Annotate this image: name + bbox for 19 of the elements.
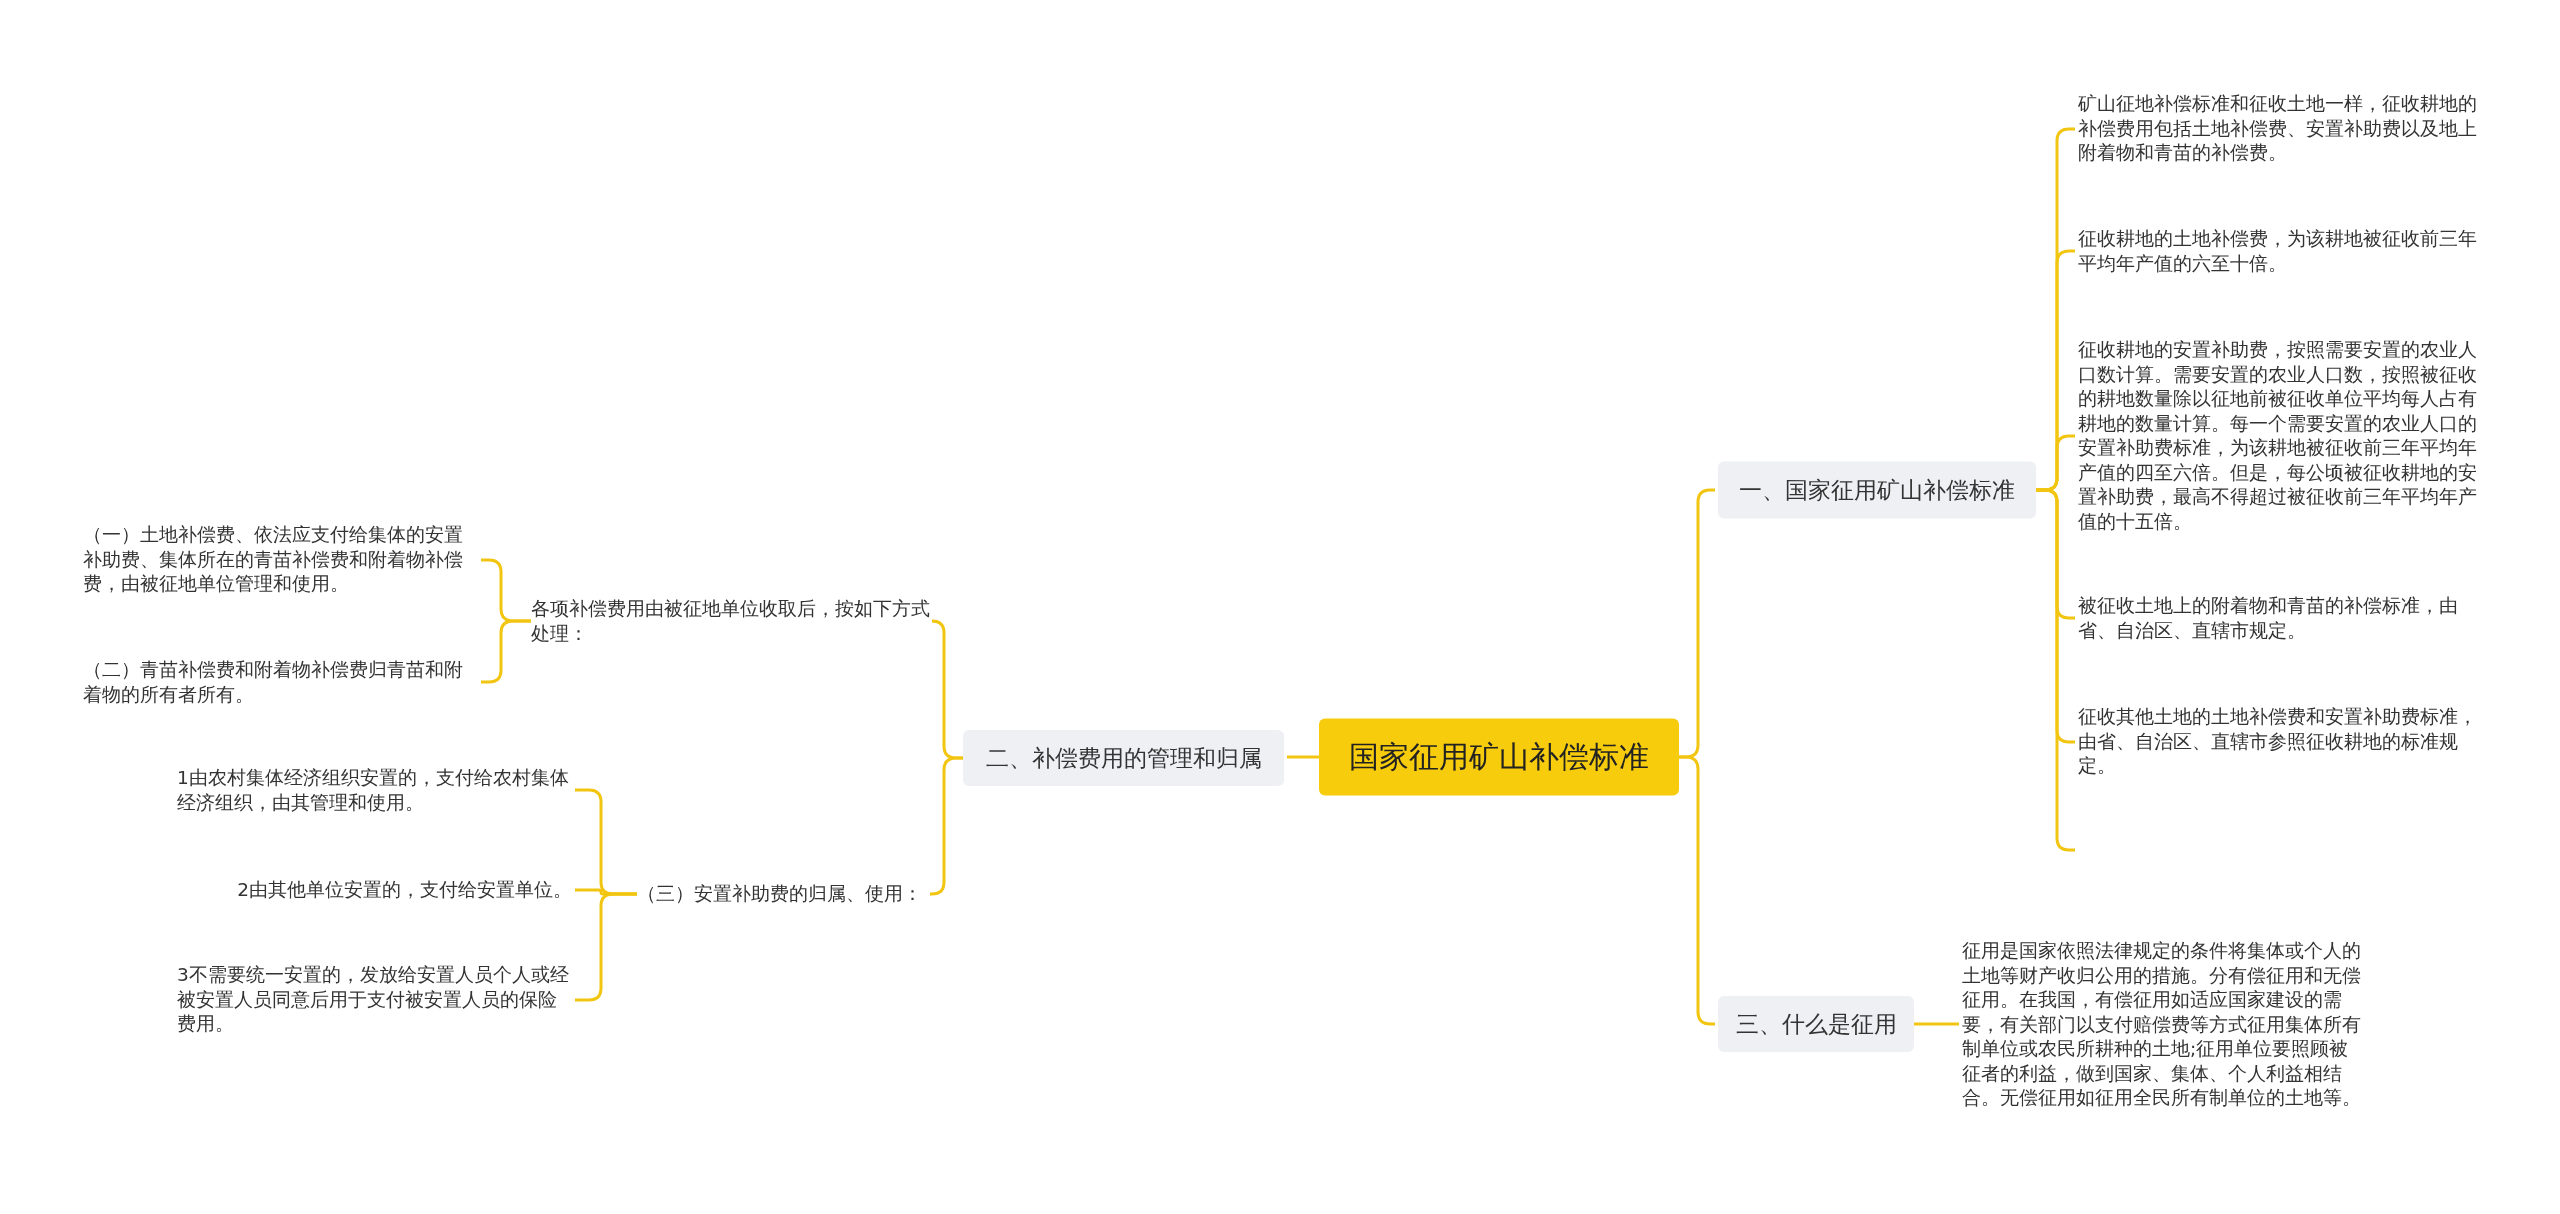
branch-topic-box: 二、补偿费用的管理和归属	[963, 730, 1284, 786]
leaf-text: 1由农村集体经济组织安置的，支付给农村集体经济组织，由其管理和使用。	[177, 765, 572, 815]
leaf-text: 被征收土地上的附着物和青苗的补偿标准，由省、自治区、直辖市规定。	[2078, 593, 2478, 643]
leaf-text: （一）土地补偿费、依法应支付给集体的安置补助费、集体所在的青苗补偿费和附着物补偿费，由被征地单位管理和使用。	[83, 523, 478, 597]
leaf-text: 征收其他土地的土地补偿费和安置补助费标准，由省、自治区、直辖市参照征收耕地的标准规定。	[2078, 705, 2478, 779]
leaf-text: 各项补偿费用由被征地单位收取后，按如下方式处理：	[531, 596, 931, 646]
branch-topic-box: 三、什么是征用	[1718, 996, 1914, 1052]
branch-topic-box: 一、国家征用矿山补偿标准	[1718, 461, 2036, 519]
leaf-text: 2由其他单位安置的，支付给安置单位。	[237, 877, 572, 903]
leaf-text: 矿山征地补偿标准和征收土地一样，征收耕地的补偿费用包括土地补偿费、安置补助费以及地上附着物和青苗的补偿费。	[2078, 92, 2478, 166]
connector-line	[1287, 755, 1319, 759]
leaf-text: 征收耕地的安置补助费，按照需要安置的农业人口数计算。需要安置的农业人口数，按照被征收的耕地数量除以征地前被征收单位平均每人占有耕地的数量计算。每一个需要安置的农业人口的安置补助费标准，为该耕地被征收前三年平均年产值的四至六倍。但是，每公顷被征收耕地的安置补助费，最高不得超过被征收前三年平均年产值的十五倍。	[2078, 338, 2478, 534]
leaf-text: 征收耕地的土地补偿费，为该耕地被征收前三年平均年产值的六至十倍。	[2078, 226, 2478, 276]
leaf-text: 3不需要统一安置的，发放给安置人员个人或经被安置人员同意后用于支付被安置人员的保险费用。	[177, 963, 572, 1037]
leaf-text: （三）安置补助费的归属、使用：	[637, 881, 927, 907]
connector-line	[1914, 1022, 1959, 1026]
leaf-text: （二）青苗补偿费和附着物补偿费归青苗和附着物的所有者所有。	[83, 657, 478, 707]
leaf-text: 征用是国家依照法律规定的条件将集体或个人的土地等财产收归公用的措施。分有偿征用和无偿征用。在我国，有偿征用如适应国家建设的需要，有关部门以支付赔偿费等方式征用集体所有制单位或农民所耕种的土地;征用单位要照顾被征者的利益，做到国家、集体、个人利益相结合。无偿征用如征用全民所有制单位的土地等。	[1962, 939, 2362, 1111]
central-topic-box: 国家征用矿山补偿标准	[1319, 718, 1679, 796]
